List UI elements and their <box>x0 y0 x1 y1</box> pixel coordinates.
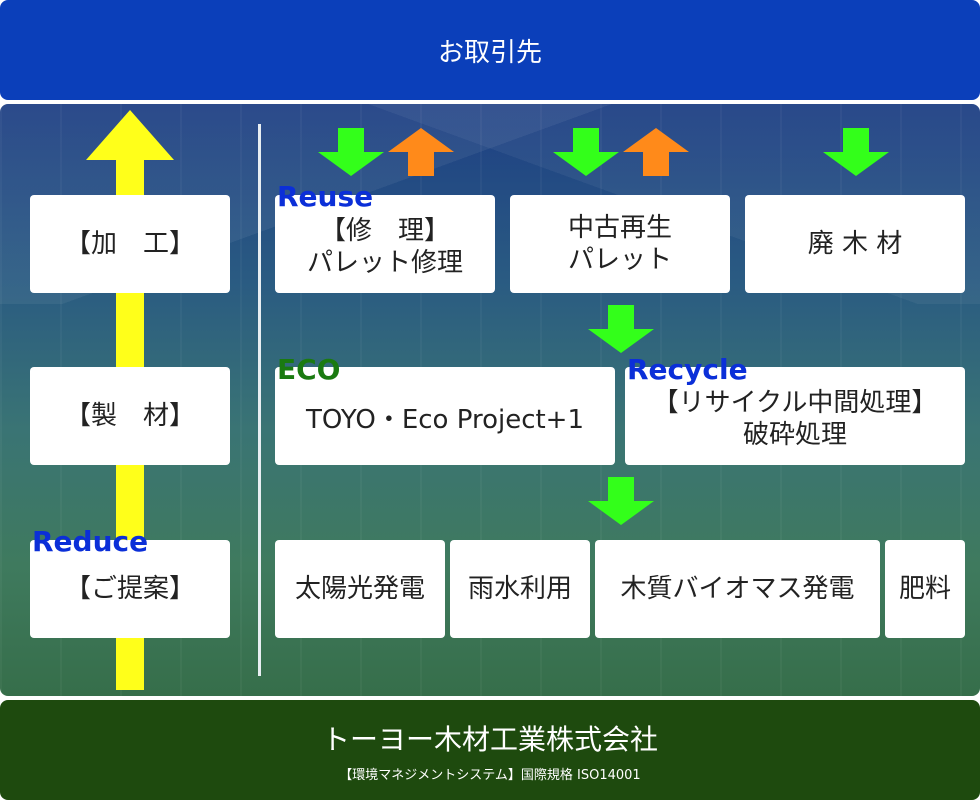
recycle-box: 【リサイクル中間処理】 破砕処理 <box>625 367 965 465</box>
solar-power-box: 太陽光発電 <box>275 540 445 638</box>
repair-title: 【修 理】 <box>319 216 450 246</box>
scrap-wood-box: 廃 木 材 <box>745 195 965 293</box>
client-header: お取引先 <box>0 0 980 100</box>
scrap-wood-label: 廃 木 材 <box>807 229 903 259</box>
used-pallet-line2: パレット <box>567 245 672 275</box>
lumber-box: 【製 材】 <box>30 367 230 465</box>
eco-tag: ECO <box>277 353 341 386</box>
reuse-tag: Reuse <box>277 180 374 213</box>
down-arrow-icon <box>318 128 384 176</box>
repair-subtitle: パレット修理 <box>306 248 463 278</box>
fertilizer-label: 肥料 <box>898 574 951 604</box>
company-name: トーヨー木材工業株式会社 <box>321 723 658 756</box>
recycle-subtitle: 破砕処理 <box>742 420 847 450</box>
recycle-title: 【リサイクル中間処理】 <box>652 388 938 418</box>
client-title: お取引先 <box>437 37 542 68</box>
reduce-tag: Reduce <box>32 525 149 558</box>
company-footer: トーヨー木材工業株式会社 【環境マネジメントシステム】国際規格 ISO14001 <box>0 700 980 800</box>
rainwater-box: 雨水利用 <box>450 540 590 638</box>
down-arrow-icon <box>823 128 889 176</box>
eco-project-box: TOYO・Eco Project+1 <box>275 367 615 465</box>
eco-project-label: TOYO・Eco Project+1 <box>305 405 585 435</box>
proposal-label: 【ご提案】 <box>64 574 195 604</box>
up-arrow-icon <box>623 128 689 176</box>
repair-box: 【修 理】 パレット修理 <box>275 195 495 293</box>
down-arrow-icon <box>553 128 619 176</box>
biomass-label: 木質バイオマス発電 <box>620 574 855 604</box>
down-arrow-icon <box>588 477 654 525</box>
used-pallet-box: 中古再生 パレット <box>510 195 730 293</box>
lumber-label: 【製 材】 <box>64 401 195 431</box>
proposal-box: 【ご提案】 <box>30 540 230 638</box>
solar-power-label: 太陽光発電 <box>294 574 425 604</box>
processing-label: 【加 工】 <box>64 229 195 259</box>
recycle-tag: Recycle <box>627 353 748 386</box>
rainwater-label: 雨水利用 <box>467 574 572 604</box>
iso-note: 【環境マネジメントシステム】国際規格 ISO14001 <box>339 768 641 783</box>
used-pallet-line1: 中古再生 <box>567 213 672 243</box>
up-arrow-icon <box>388 128 454 176</box>
vertical-divider <box>258 124 261 676</box>
fertilizer-box: 肥料 <box>885 540 965 638</box>
down-arrow-icon <box>588 305 654 353</box>
biomass-box: 木質バイオマス発電 <box>595 540 880 638</box>
processing-box: 【加 工】 <box>30 195 230 293</box>
